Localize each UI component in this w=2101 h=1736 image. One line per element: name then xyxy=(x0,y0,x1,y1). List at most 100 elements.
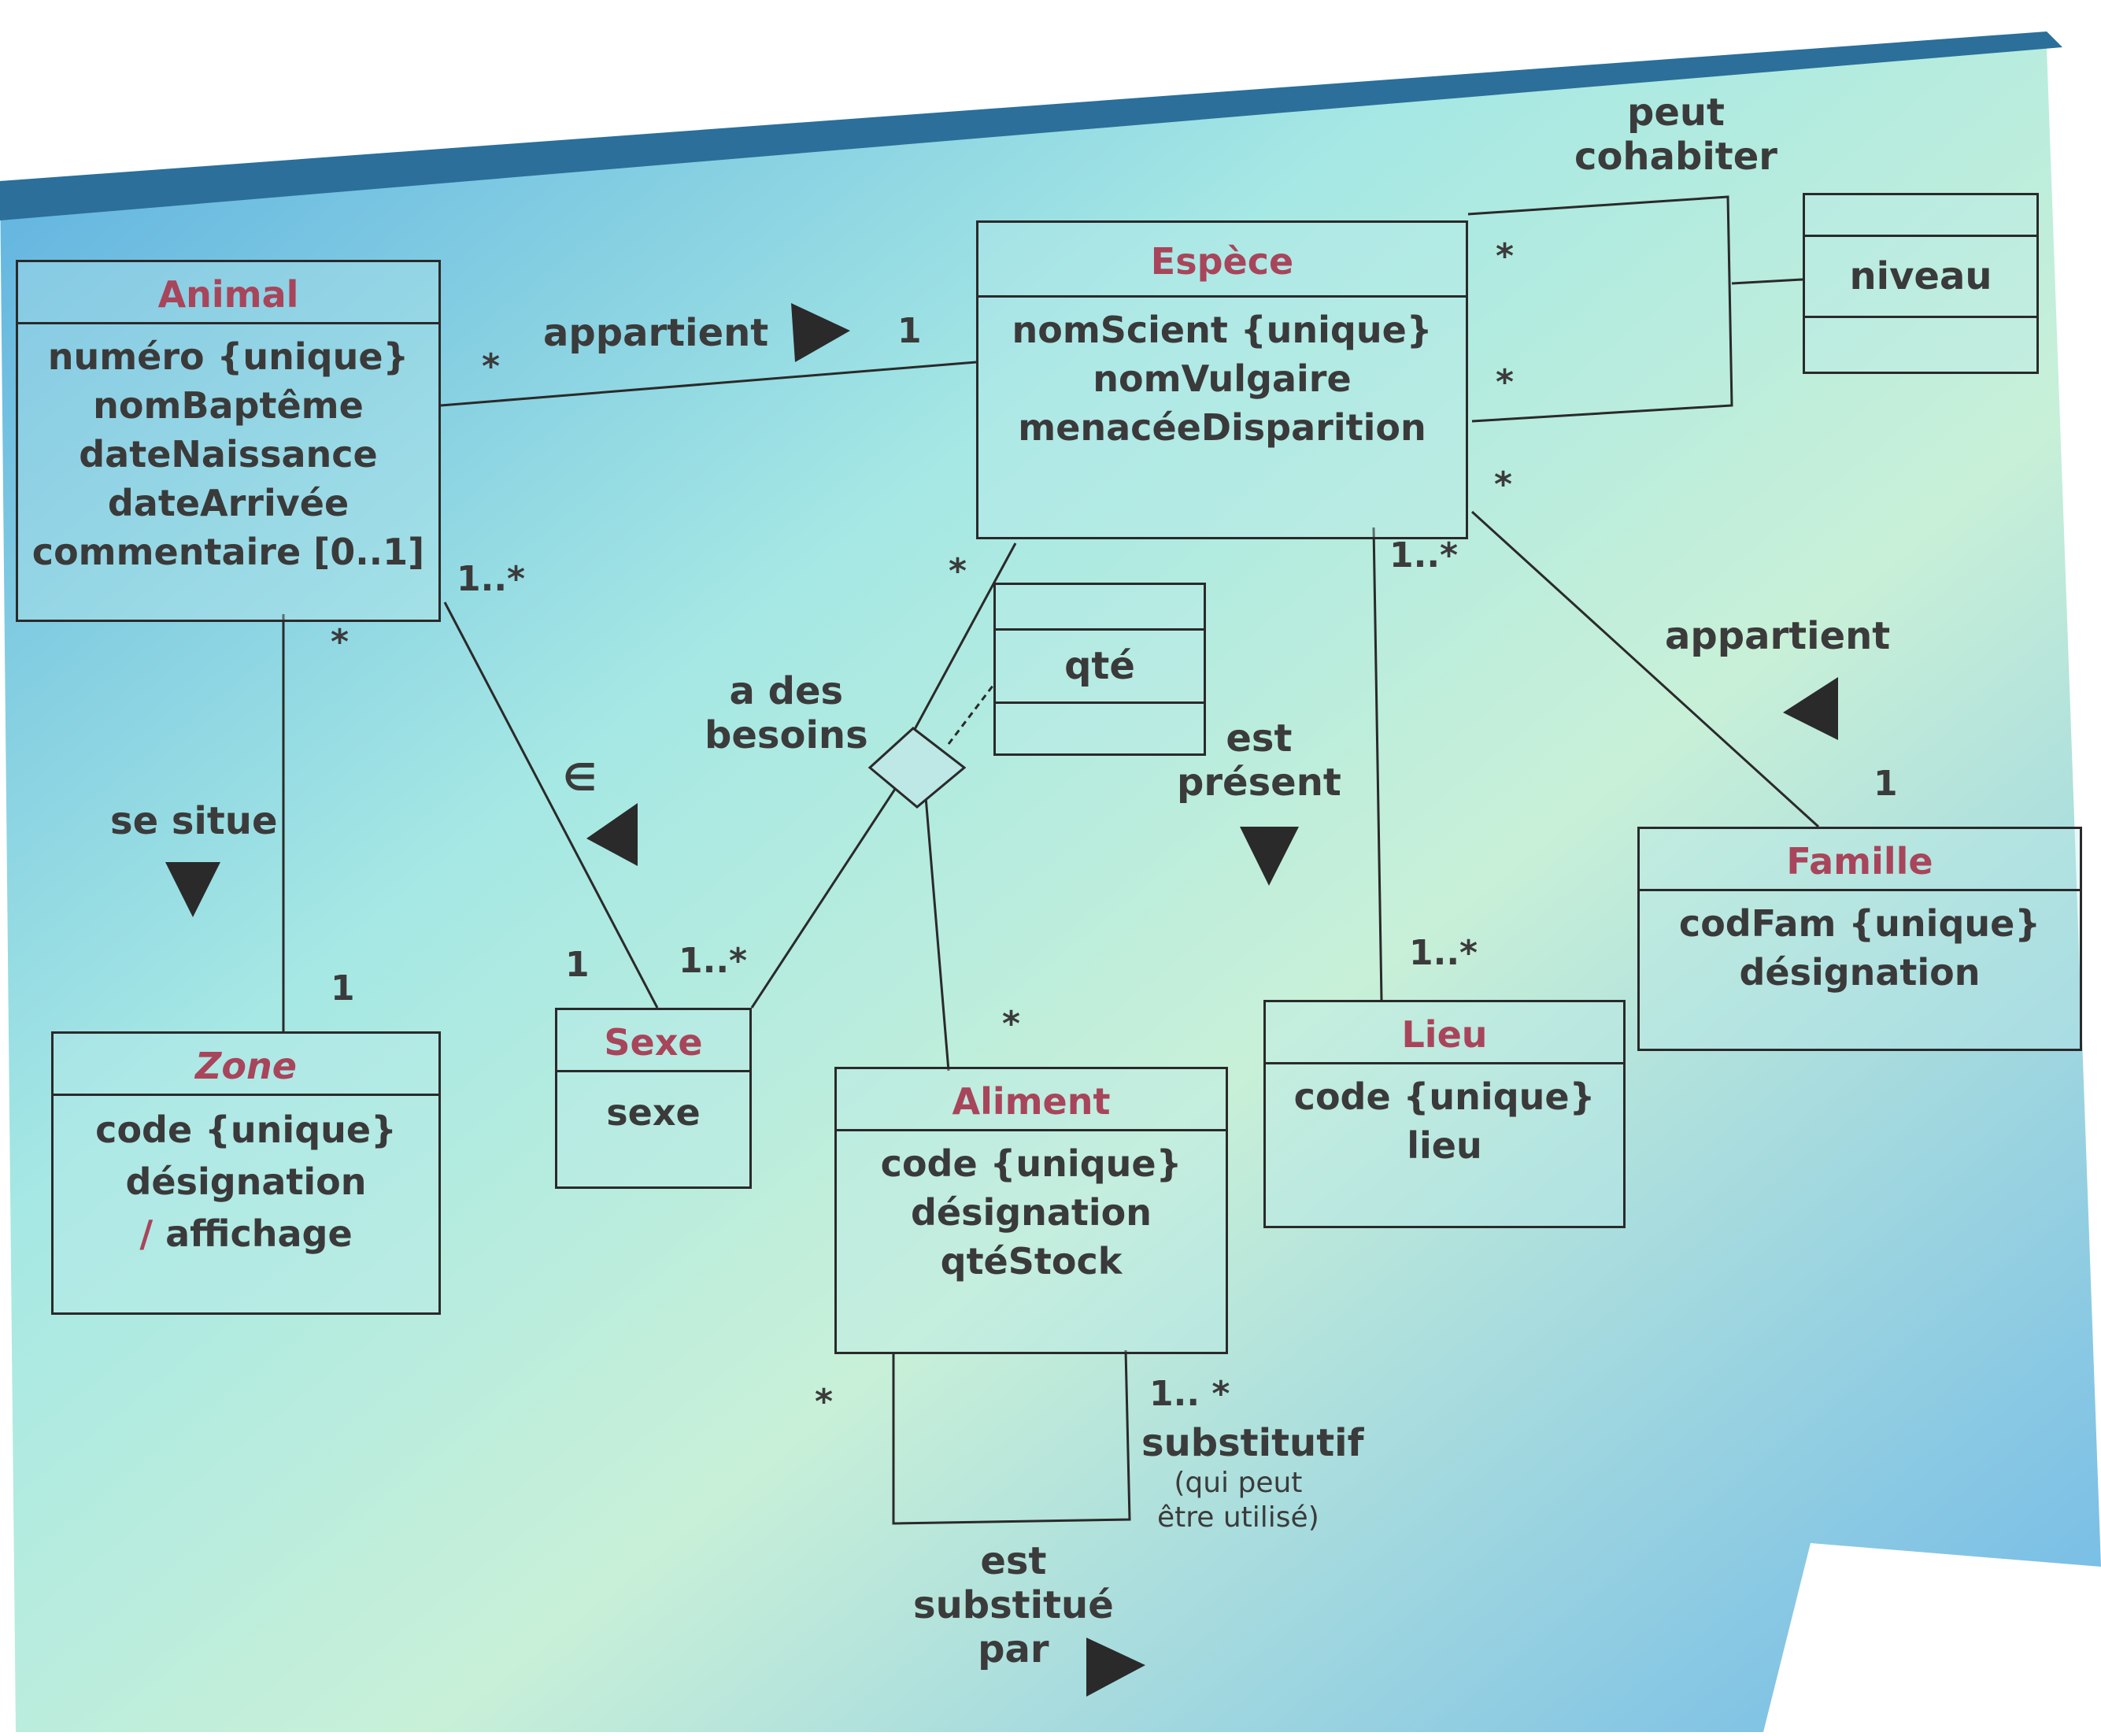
label-est-present: est présent xyxy=(1177,716,1341,805)
class-espece-name: Espèce xyxy=(978,223,1466,298)
label-line: a des xyxy=(729,669,844,713)
label-appartient: appartient xyxy=(543,311,769,355)
class-sexe-attributes: sexe xyxy=(557,1072,749,1145)
attribute: code {unique} xyxy=(880,1142,1182,1185)
class-aliment-name: Aliment xyxy=(837,1069,1226,1131)
assoc-line-substitution xyxy=(892,1349,1131,1525)
class-animal-name: Animal xyxy=(18,262,438,324)
mult-animal-sexe-sexe: 1 xyxy=(565,945,590,985)
assoc-line-qte xyxy=(947,684,995,745)
mult-animal-espece-animal: * xyxy=(482,346,501,387)
class-espece-attributes: nomScient {unique} nomVulgaire menacéeDi… xyxy=(978,298,1466,460)
mult-animal-sexe-animal: 1..* xyxy=(457,559,526,599)
class-aliment-attributes: code {unique} désignation qtéStock xyxy=(837,1131,1226,1294)
mult-espece-lieu-lieu: 1..* xyxy=(1409,933,1478,973)
class-niveau: niveau xyxy=(1803,193,2039,374)
label-appartient-famille: appartient xyxy=(1665,614,1891,658)
attribute: désignation xyxy=(1739,951,1981,994)
assoc-line-cohabit xyxy=(1467,195,1733,423)
attribute: lieu xyxy=(1407,1124,1482,1167)
label-a-des-besoins: a des besoins xyxy=(705,669,868,757)
attribute: désignation xyxy=(910,1191,1152,1234)
mult-besoins-sexe: 1..* xyxy=(679,941,748,981)
class-sexe: Sexe sexe xyxy=(555,1008,752,1189)
assoc-line-animal-sexe xyxy=(443,601,659,1009)
est-present-arrow-icon xyxy=(1240,827,1299,886)
mult-espece-lieu-espece: 1..* xyxy=(1389,535,1459,576)
class-espece: Espèce nomScient {unique} nomVulgaire me… xyxy=(976,220,1468,539)
attribute: numéro {unique} xyxy=(47,335,409,378)
appartient-arrow-icon xyxy=(791,303,850,362)
class-zone-attributes: code {unique} désignation / affichage xyxy=(54,1096,438,1268)
class-animal: Animal numéro {unique} nomBaptême dateNa… xyxy=(16,260,441,622)
attribute: dateNaissance xyxy=(79,433,378,476)
class-niveau-header-empty xyxy=(1805,195,2036,237)
mult-cohabit-top: * xyxy=(1496,236,1515,276)
mult-substitute-right: 1.. * xyxy=(1149,1374,1230,1414)
attribute: codFam {unique} xyxy=(1678,902,2041,945)
class-famille-name: Famille xyxy=(1640,829,2080,891)
class-sexe-name: Sexe xyxy=(557,1010,749,1072)
derived-attribute-name: affichage xyxy=(165,1212,353,1255)
mult-cohabit-mid: * xyxy=(1496,362,1515,402)
label-line: peut xyxy=(1626,91,1725,135)
assoc-line-besoins-espece xyxy=(912,542,1017,733)
label-line: est xyxy=(980,1539,1047,1583)
attribute: dateArrivée xyxy=(107,482,350,524)
mult-besoins-aliment: * xyxy=(1002,1004,1021,1044)
class-zone-name: Zone xyxy=(54,1034,438,1096)
label-line: substitué xyxy=(913,1583,1114,1627)
label-line: par xyxy=(978,1627,1049,1671)
mult-animal-espece-espece: 1 xyxy=(897,311,922,351)
label-line: présent xyxy=(1177,761,1341,805)
class-lieu-attributes: code {unique} lieu xyxy=(1266,1064,1623,1178)
assoc-line-niveau xyxy=(1731,278,1803,285)
attribute: nomScient {unique} xyxy=(1012,309,1433,351)
class-animal-attributes: numéro {unique} nomBaptême dateNaissance… xyxy=(18,324,438,584)
class-qte-attribute: qté xyxy=(996,631,1204,704)
class-famille: Famille codFam {unique} désignation xyxy=(1637,827,2082,1051)
mult-espece-famille-famille: 1 xyxy=(1874,764,1898,804)
assoc-line-besoins-aliment xyxy=(923,787,950,1072)
mult-cohabit-bottom: * xyxy=(1494,465,1513,505)
class-zone: Zone code {unique} désignation / afficha… xyxy=(51,1031,441,1315)
class-aliment: Aliment code {unique} désignation qtéSto… xyxy=(834,1067,1228,1354)
derived-marker: / xyxy=(139,1212,154,1255)
class-lieu-name: Lieu xyxy=(1266,1002,1623,1064)
mult-animal-zone-animal: * xyxy=(331,622,350,662)
attribute: commentaire [0..1] xyxy=(31,531,425,573)
attribute: sexe xyxy=(606,1091,701,1134)
label-substitutif: substitutif xyxy=(1141,1421,1364,1465)
slide-panel xyxy=(0,47,2101,1732)
attribute: nomVulgaire xyxy=(1093,357,1352,400)
se-situe-arrow-icon xyxy=(165,862,220,917)
label-line: besoins xyxy=(705,713,868,757)
label-est-substitue-par: est substitué par xyxy=(913,1539,1114,1671)
attribute: code {unique} xyxy=(95,1109,397,1151)
class-lieu: Lieu code {unique} lieu xyxy=(1263,1000,1626,1228)
label-se-situe: se situe xyxy=(110,799,278,843)
assoc-line-animal-espece xyxy=(440,361,977,407)
class-qte-header-empty xyxy=(996,585,1204,631)
mult-animal-zone-zone: 1 xyxy=(331,968,355,1009)
ternary-diamond xyxy=(867,727,967,809)
assoc-line-espece-famille xyxy=(1470,510,1820,828)
assoc-line-besoins-sexe xyxy=(750,779,903,1009)
attribute: code {unique} xyxy=(1293,1075,1596,1118)
substitue-par-arrow-icon xyxy=(1086,1638,1145,1697)
label-line: (qui peut xyxy=(1174,1467,1303,1499)
appartient-famille-arrow-icon xyxy=(1783,677,1838,740)
label-peut-cohabiter: peut cohabiter xyxy=(1574,91,1777,179)
class-niveau-attribute: niveau xyxy=(1805,237,2036,318)
element-of-arrow-icon xyxy=(586,803,638,866)
mult-substitute-left: * xyxy=(815,1382,834,1422)
attribute: qtéStock xyxy=(940,1240,1123,1283)
label-line: être utilisé) xyxy=(1157,1501,1319,1534)
class-qte: qté xyxy=(993,583,1206,756)
attribute: désignation xyxy=(125,1160,367,1203)
label-element-of: ∈ xyxy=(563,756,597,800)
assoc-line-espece-lieu xyxy=(1372,527,1383,1001)
mult-besoins-espece: * xyxy=(949,551,967,591)
